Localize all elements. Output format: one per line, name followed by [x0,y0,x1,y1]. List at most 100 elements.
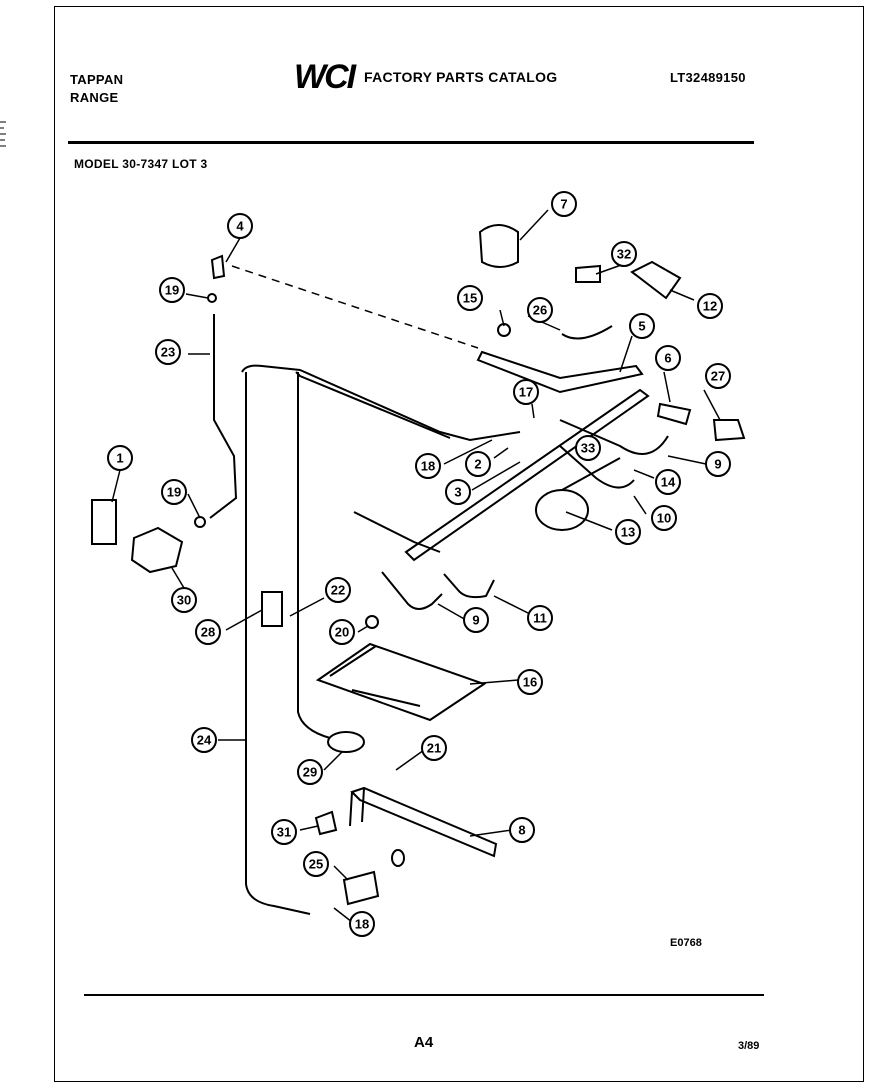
callout-circle [655,469,681,495]
page-frame [54,6,864,1082]
broiler-burner-8 [349,786,498,858]
callout-circle [705,451,731,477]
callout-number: 29 [303,765,317,780]
callout-number: 20 [335,625,349,640]
gas-line-29 [297,372,331,739]
thermostat-bulb-13 [535,489,589,531]
callout-circle [527,605,553,631]
callout-circle [629,313,655,339]
callout-number: 25 [309,857,323,872]
tube-23 [209,314,238,519]
callout-circle [415,453,441,479]
gas-line-24 [245,372,311,915]
header-divider [68,141,754,144]
callout-circle [655,345,681,371]
callout-number: 21 [427,741,441,756]
flame-spreader-16 [315,642,487,722]
pilot-tube [353,511,441,553]
callout-1: 1 [107,445,133,471]
callout-circle [155,339,181,365]
callout-number: 6 [664,351,671,366]
callout-31: 31 [271,819,297,845]
callout-circle [325,577,351,603]
callout-number: 24 [197,733,212,748]
callout-circle [611,241,637,267]
callout-24: 24 [191,727,217,753]
fitting-6 [656,402,692,426]
print-date: 3/89 [738,1040,760,1052]
callout-number: 19 [165,283,179,298]
callout-number: 1 [116,451,123,466]
callout-circle [349,911,375,937]
callout-8: 8 [509,817,535,843]
callout-circle [271,819,297,845]
callout-number: 2 [474,457,481,472]
callout-28: 28 [195,619,221,645]
catalog-title: FACTORY PARTS CATALOG [364,69,558,85]
callout-23: 23 [155,339,181,365]
thermocouple-10 [559,445,635,489]
callout-26: 26 [527,297,553,323]
callout-leaders [111,209,721,923]
callout-circle [421,735,447,761]
callout-10: 10 [651,505,677,531]
callout-14: 14 [655,469,681,495]
callout-number: 15 [463,291,477,306]
brand-block: TAPPAN RANGE [70,71,123,107]
callout-22: 22 [325,577,351,603]
bracket-12 [630,260,682,300]
callout-27: 27 [705,363,731,389]
callout-circle [445,479,471,505]
callout-number: 13 [621,525,635,540]
callout-circle [575,435,601,461]
callout-5: 5 [629,313,655,339]
callout-number: 17 [519,385,533,400]
callout-number: 14 [661,475,676,490]
callout-18: 18 [349,911,375,937]
callout-number: 19 [167,485,181,500]
page-number: A4 [414,1034,434,1051]
callout-number: 30 [177,593,191,608]
callout-circle [513,379,539,405]
callout-circle [161,479,187,505]
callout-circle [509,817,535,843]
callout-18: 18 [415,453,441,479]
callout-number: 9 [472,613,479,628]
callout-circle [191,727,217,753]
callout-circle [463,607,489,633]
callout-9: 9 [463,607,489,633]
callout-4: 4 [227,213,253,239]
alignment-line [231,265,479,349]
callout-circle [171,587,197,613]
part-28 [261,591,283,627]
callout-number: 31 [277,825,291,840]
callout-number: 11 [533,611,547,626]
callout-number: 7 [560,197,567,212]
callout-19: 19 [161,479,187,505]
callout-circle [457,285,483,311]
manifold-tube [241,364,521,442]
callout-17: 17 [513,379,539,405]
callout-number: 22 [331,583,345,598]
callout-number: 4 [236,219,244,234]
burner-5 [476,350,644,394]
callout-circle [465,451,491,477]
igniter-30 [130,526,184,574]
callout-19: 19 [159,277,185,303]
igniter-bracket-1 [91,499,117,545]
callout-29: 29 [297,759,323,785]
callout-21: 21 [421,735,447,761]
diagram-code: E0768 [670,937,702,949]
tube-11 [443,573,495,599]
callout-15: 15 [457,285,483,311]
bracket-32 [575,264,601,283]
callout-circle [615,519,641,545]
callout-number: 26 [533,303,547,318]
callout-11: 11 [527,605,553,631]
callout-number: 33 [581,441,595,456]
callout-30: 30 [171,587,197,613]
callout-12: 12 [697,293,723,319]
callout-number: 3 [454,485,461,500]
